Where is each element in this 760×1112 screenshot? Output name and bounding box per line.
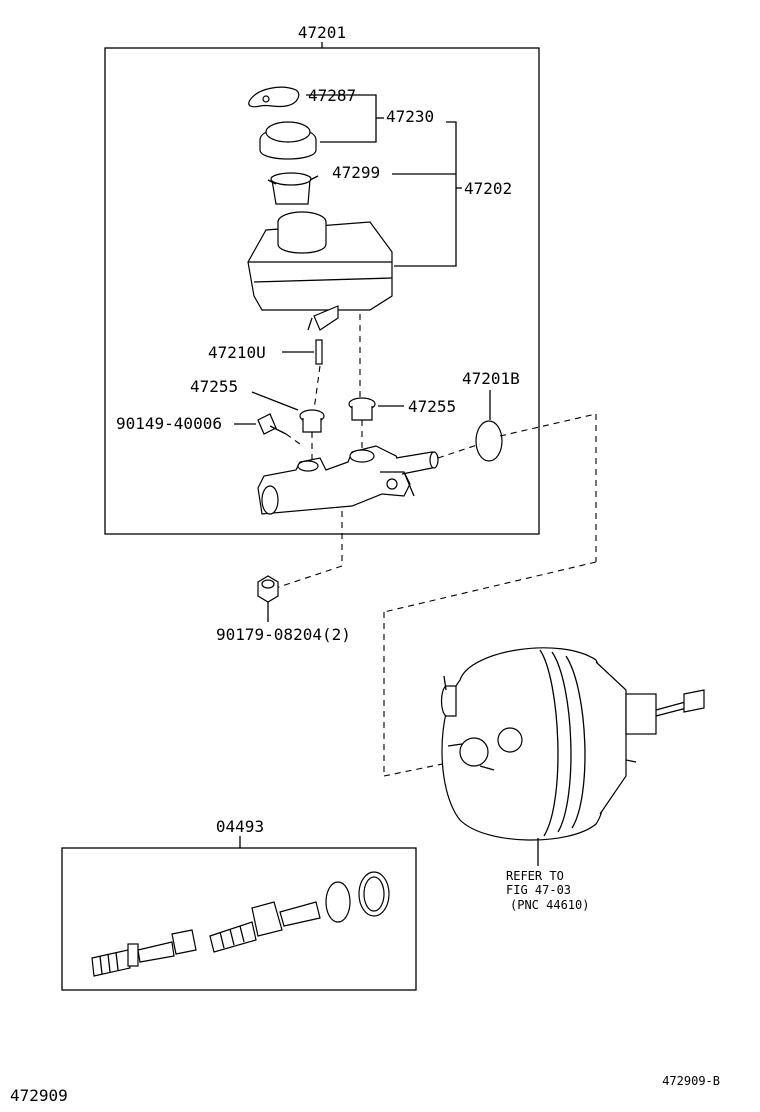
- label-47201B[interactable]: 47201B: [462, 369, 520, 388]
- label-47255-left[interactable]: 47255: [190, 377, 238, 396]
- label-90179-08204[interactable]: 90179-08204(2): [216, 625, 351, 644]
- bolt-icon[interactable]: [257, 413, 287, 435]
- figure-number: 472909: [10, 1086, 68, 1105]
- gasket-part-icon[interactable]: [248, 86, 300, 108]
- refer-line-1[interactable]: REFER TO: [506, 869, 564, 883]
- reservoir-cap-icon[interactable]: [259, 121, 317, 160]
- primary-piston-icon[interactable]: [209, 901, 321, 953]
- refer-line-3[interactable]: (PNC 44610): [510, 898, 589, 912]
- grommet-right-icon[interactable]: [348, 397, 376, 421]
- repair-kit-frame: [61, 847, 417, 991]
- grommet-left-icon[interactable]: [299, 409, 325, 433]
- label-47230[interactable]: 47230: [386, 107, 434, 126]
- label-47299[interactable]: 47299: [332, 163, 380, 182]
- snap-ring-icon[interactable]: [325, 881, 351, 923]
- brake-booster-icon[interactable]: [440, 647, 705, 841]
- nut-icon[interactable]: [257, 575, 279, 603]
- o-ring-icon[interactable]: [475, 420, 503, 462]
- pin-icon[interactable]: [315, 339, 323, 365]
- label-47202[interactable]: 47202: [464, 179, 512, 198]
- master-cylinder-body-icon[interactable]: [257, 445, 439, 515]
- strainer-icon[interactable]: [267, 172, 319, 205]
- label-90149-40006[interactable]: 90149-40006: [116, 414, 222, 433]
- refer-line-2[interactable]: FIG 47-03: [506, 883, 571, 897]
- label-47210U[interactable]: 47210U: [208, 343, 266, 362]
- label-47255-right[interactable]: 47255: [408, 397, 456, 416]
- diagram-code: 472909-B: [662, 1074, 720, 1088]
- secondary-piston-icon[interactable]: [91, 929, 197, 977]
- reservoir-tank-icon[interactable]: [247, 211, 393, 331]
- label-04493[interactable]: 04493: [216, 817, 264, 836]
- label-47201[interactable]: 47201: [298, 23, 346, 42]
